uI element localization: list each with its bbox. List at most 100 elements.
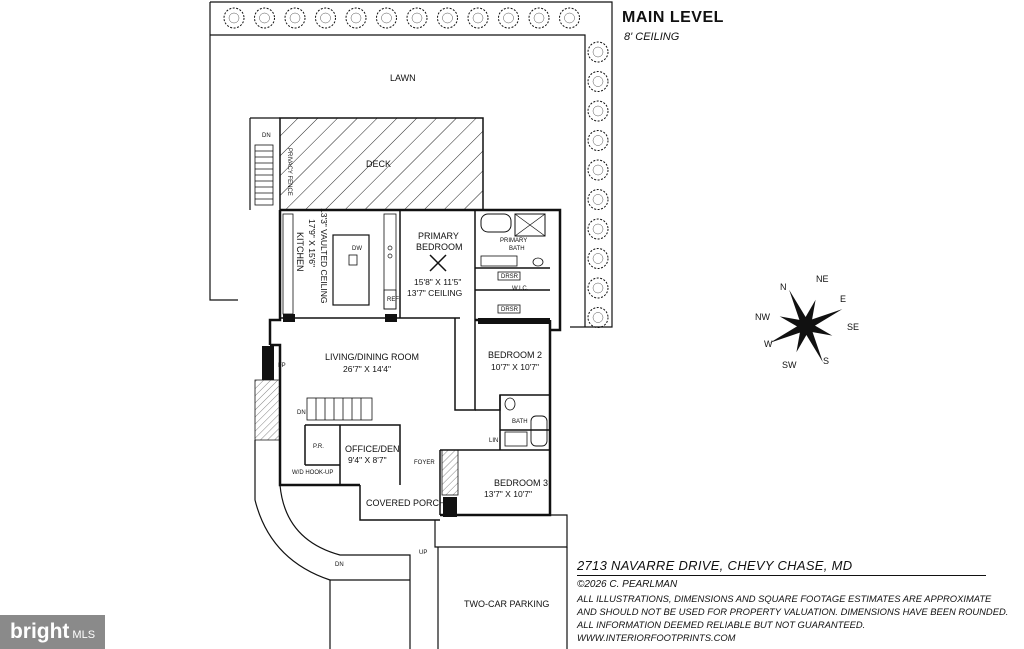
shrub-row-top [223,7,580,29]
shrub [587,71,609,92]
disclaimer-line-2: AND SHOULD NOT BE USED FOR PROPERTY VALU… [577,606,1009,617]
shrub-center [442,12,453,24]
shrub [587,218,609,240]
primary-bath-label-2: BATH [509,246,525,252]
shrub-center [592,312,604,323]
svg-text:W: W [764,339,773,349]
primary-bedroom-dims: 15'8" X 11'5" [414,277,461,287]
shrub [587,248,609,269]
shrub [587,277,609,299]
shrub-center [592,105,604,117]
property-address: 2713 NAVARRE DRIVE, CHEVY CHASE, MD [577,558,853,573]
kitchen-label: KITCHEN [295,232,305,272]
pr-label: P.R. [313,444,324,450]
shrub [498,7,519,29]
ref-label: REF [387,297,399,303]
shrub [223,7,245,29]
bathtub [480,213,512,233]
dw-label: DW [352,246,362,252]
primary-bedroom-ceiling: 13'7" CEILING [407,288,462,298]
shrub [376,7,397,29]
shrub [437,7,458,29]
shrub-center [381,12,392,24]
shrub [587,100,609,122]
brand-suffix: MLS [72,629,96,641]
shrub-center [564,12,575,24]
compass-star-shape [769,289,843,363]
shrub-center [592,46,604,58]
fireplace [262,346,274,380]
lin-label: LIN [489,438,498,444]
shrub-row-right [587,41,609,328]
svg-text:SW: SW [782,360,797,370]
bedroom2-dims: 10'7" X 10'7" [491,362,539,372]
deck-label: DECK [366,159,391,169]
kitchen-island [332,234,370,306]
shrub-center [228,12,240,24]
wd-label: W/D HOOK-UP [292,470,333,476]
svg-text:N: N [780,282,787,292]
brightmls-watermark: bright MLS [0,615,105,649]
svg-text:SE: SE [847,322,859,332]
fp-label: FP [278,363,286,369]
deck-stairs [254,144,274,206]
shrub [406,7,428,29]
shrub-center [320,12,331,24]
shrub-center [259,12,270,24]
office-label: OFFICE/DEN [345,444,400,454]
up-label: UP [419,550,427,556]
website-link[interactable]: WWW.INTERIORFOOTPRINTS.COM [577,632,736,643]
shrub-center [592,194,604,205]
shrub [528,7,550,29]
shrub-center [411,12,423,24]
shrub [587,189,609,210]
covered-porch-label: COVERED PORCH [366,498,446,508]
lawn-label: LAWN [390,73,416,83]
primary-bedroom-label-1: PRIMARY [418,231,459,241]
interior-walls [280,210,550,515]
primary-bath-label-1: PRIMARY [500,238,527,244]
shrub-center [592,282,604,294]
dn-label-stairs: DN [297,410,306,416]
disclaimer-line-3: ALL INFORMATION DEEMED RELIABLE BUT NOT … [577,619,866,630]
shrub-center [592,253,604,264]
shrub-center [592,164,604,176]
shrub [587,159,609,181]
dresser-label-2: DRSR [501,307,519,313]
shrub-center [350,12,362,24]
interior-stairs [306,397,373,421]
shrub-center [533,12,545,24]
parking-label: TWO-CAR PARKING [464,599,549,609]
covered-porch [359,485,440,521]
bedroom2-label: BEDROOM 2 [488,350,542,360]
foyer-label: FOYER [414,460,435,466]
shrub-center [592,223,604,235]
kitchen-ceiling: 13'3" VAULTED CEILING [319,208,329,304]
deck-area [279,117,484,211]
copyright: ©2026 C. PEARLMAN [577,579,678,590]
shrub-center [472,12,484,24]
shrub [587,307,609,328]
wic-label: W.I.C. [512,286,529,292]
living-dims: 26'7" X 14'4" [343,364,391,374]
shrub-center [503,12,514,24]
walkway [254,440,411,649]
bath-label: BATH [512,419,528,425]
primary-bedroom-label-2: BEDROOM [416,242,463,252]
kitchen-dims: 17'9" X 15'6" [307,219,317,267]
svg-text:NW: NW [755,312,770,322]
shrub-center [592,76,604,87]
shrub [345,7,367,29]
svg-text:S: S [823,356,829,366]
shrub [315,7,336,29]
compass-rose [769,289,843,363]
svg-text:E: E [840,294,846,304]
shrub-center [289,12,301,24]
shrub-center [592,135,604,146]
dn-label-walk: DN [335,562,344,568]
ceiling-height: 8' CEILING [624,31,680,43]
shrub [284,7,306,29]
dresser-label: DRSR [501,274,519,280]
disclaimer-line-1: ALL ILLUSTRATIONS, DIMENSIONS AND SQUARE… [577,593,992,604]
